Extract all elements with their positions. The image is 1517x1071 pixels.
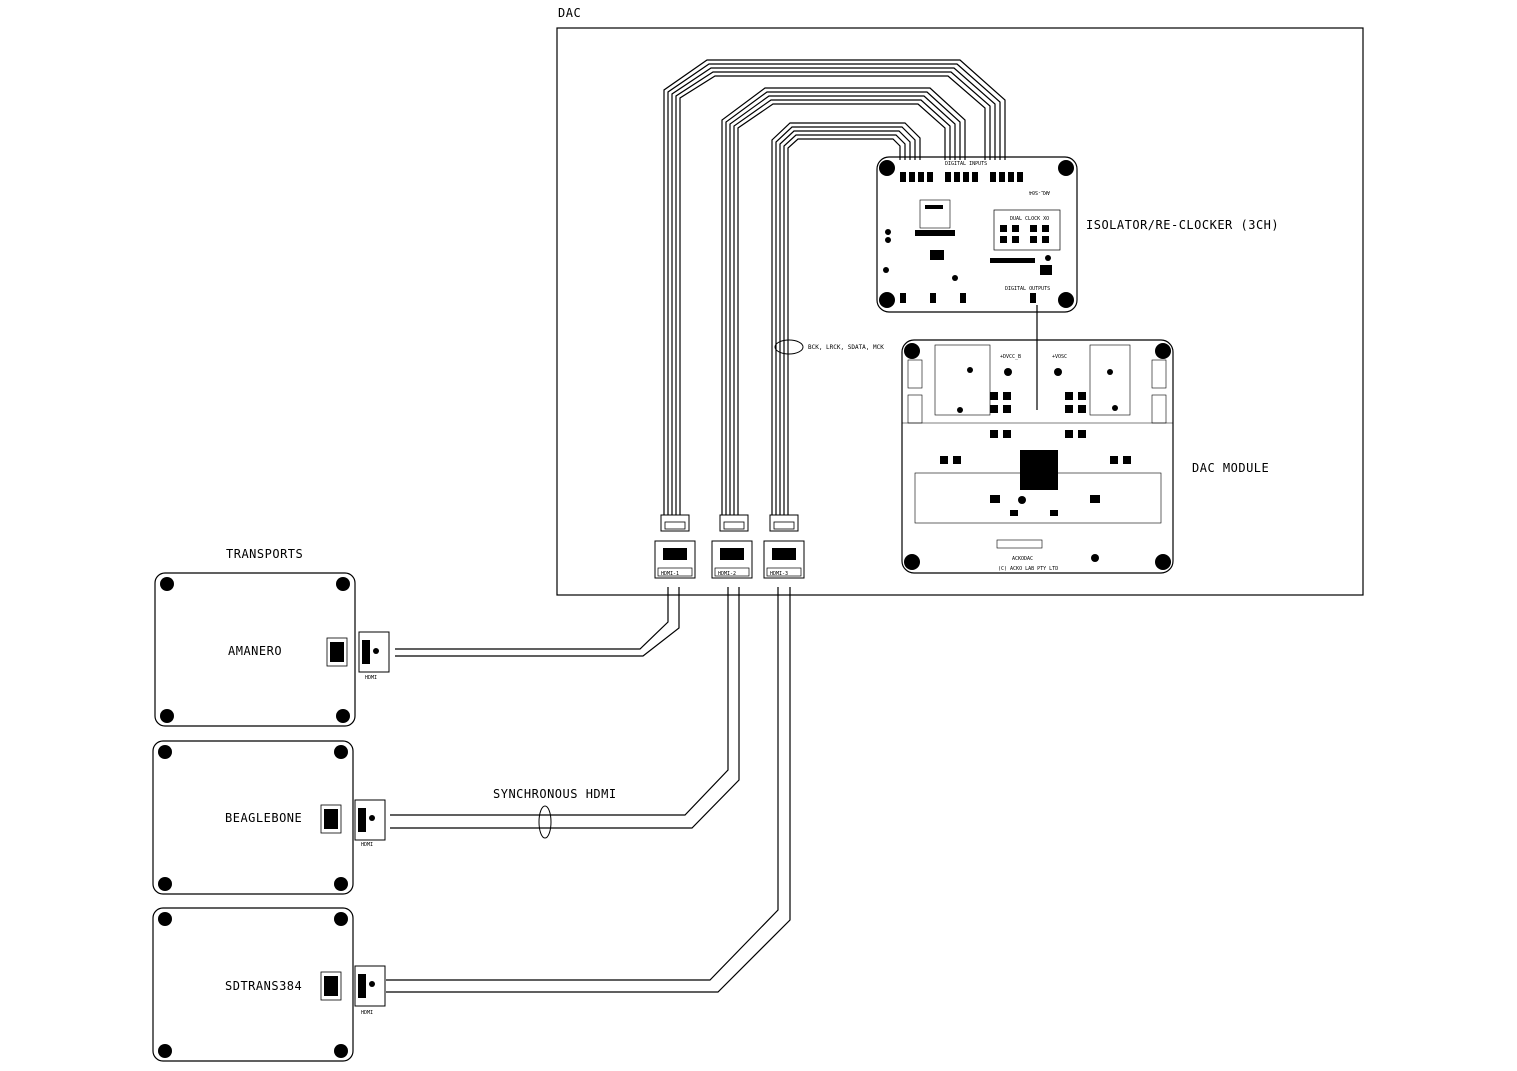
hdmi3-bundle (771, 122, 921, 515)
isolator-board: AKL-S04 DIGITAL INPUTS DUAL CLOCK XO DIG… (876, 156, 1078, 313)
hdmi-port-3-label: HDMI-3 (770, 571, 788, 577)
dac-brand-1: ACKODAC (1012, 556, 1033, 562)
transport-sdtrans384-name: SDTRANS384 (225, 979, 302, 993)
transport-beaglebone: BEAGLEBONE HDMI (152, 740, 386, 895)
sync-label: SYNCHRONOUS HDMI (493, 787, 617, 801)
transport-sdtrans384-conn: HDMI (361, 1010, 373, 1016)
transport-beaglebone-name: BEAGLEBONE (225, 811, 302, 825)
dac-enclosure (556, 27, 1364, 596)
isolator-label: ISOLATOR/RE-CLOCKER (3CH) (1086, 218, 1279, 232)
hdmi-port-2-label: HDMI-2 (718, 571, 736, 577)
transport-amanero-name: AMANERO (228, 644, 282, 658)
transports-label: TRANSPORTS (226, 547, 303, 561)
bus-marker (774, 339, 804, 355)
transport-amanero: AMANERO HDMI (154, 572, 390, 727)
hdmi-port-1-label: HDMI-1 (661, 571, 679, 577)
hdmi-port-2: HDMI-2 (711, 514, 753, 579)
bus-label: BCK, LRCK, SDATA, MCK (808, 344, 884, 351)
transport-sdtrans384: SDTRANS384 HDMI (152, 907, 386, 1062)
dac-rail-2: +VOSC (1052, 354, 1067, 360)
hdmi1-bundle (663, 59, 1006, 515)
hdmi2-bundle (721, 87, 966, 515)
isolator-part: AKL-S04 (1029, 189, 1050, 195)
hdmi-port-1: HDMI-1 (654, 514, 696, 579)
transport-beaglebone-conn: HDMI (361, 842, 373, 848)
isolator-clock: DUAL CLOCK XO (1010, 216, 1049, 222)
hdmi-port-3: HDMI-3 (763, 514, 805, 579)
dac-module-label: DAC MODULE (1192, 461, 1269, 475)
dac-label: DAC (558, 6, 581, 20)
transport-amanero-conn: HDMI (365, 675, 377, 681)
cable-sdtrans (386, 587, 791, 993)
sync-marker (538, 805, 552, 839)
cable-beaglebone (390, 587, 740, 829)
dac-brand-2: (C) ACKO LAB PTY LTD (998, 566, 1058, 572)
cable-amanero (395, 587, 680, 657)
dac-module-board: +DVCC_B +VOSC ACKODAC (C) ACKO LAB PTY L… (901, 339, 1174, 574)
isolator-inputs: DIGITAL INPUTS (945, 161, 987, 167)
isolator-outputs: DIGITAL OUTPUTS (1005, 286, 1050, 292)
dac-rail-1: +DVCC_B (1000, 354, 1021, 360)
